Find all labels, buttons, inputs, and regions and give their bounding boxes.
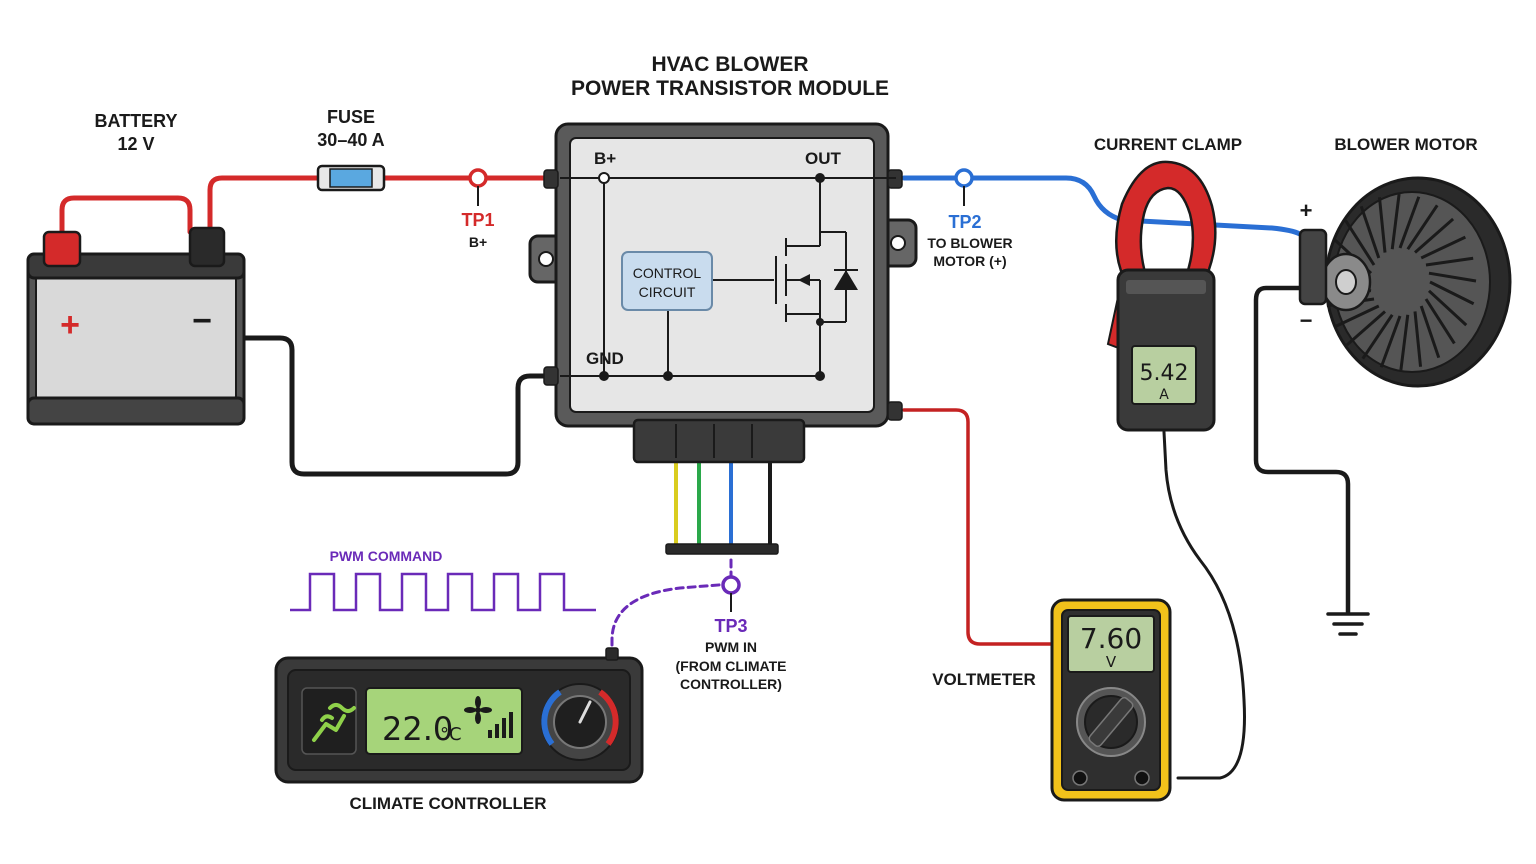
blower-motor <box>1298 176 1512 388</box>
fan-blade <box>1398 196 1421 249</box>
fuse <box>316 164 386 192</box>
battery-positive-lead <box>59 195 193 241</box>
voltmeter-label: VOLTMETER <box>932 670 1036 689</box>
tp2-marker[interactable] <box>954 168 974 188</box>
fan-blade <box>1427 289 1468 327</box>
ground-wire-battery <box>241 335 555 477</box>
voltmeter <box>1050 598 1172 802</box>
terminal-gnd-label: GND <box>586 349 624 368</box>
battery-label: BATTERY <box>95 111 178 131</box>
airflow-seat-icon <box>312 703 356 742</box>
mosfet-arrow <box>798 274 810 286</box>
wires <box>59 175 1351 780</box>
title-line-1: HVAC BLOWER <box>651 53 808 76</box>
tp3-desc-3: CONTROLLER) <box>680 676 782 692</box>
motor-plus-sign: + <box>1300 198 1313 223</box>
motor-ground-wire <box>1253 285 1351 615</box>
voltmeter-red-lead <box>902 408 1054 646</box>
current-clamp <box>1106 160 1217 432</box>
fan-blade <box>1406 204 1439 250</box>
clamp-cable <box>1162 430 1246 780</box>
battery-plus-sign: + <box>60 306 80 344</box>
tp2-name: TP2 <box>948 212 981 232</box>
fan-speed-icon <box>464 696 492 724</box>
fan-blade <box>1429 280 1475 306</box>
tp3-marker[interactable] <box>721 575 741 595</box>
current-clamp-reading: 5.42 <box>1140 361 1189 386</box>
blower-motor-label: BLOWER MOTOR <box>1334 135 1477 154</box>
battery-positive-terminal <box>42 230 82 268</box>
control-circuit-box <box>621 251 713 311</box>
tp3-desc-1: PWM IN <box>705 639 757 655</box>
voltmeter-reading: 7.60 <box>1080 622 1142 655</box>
current-clamp-label: CURRENT CLAMP <box>1094 135 1242 154</box>
fuse-label: FUSE <box>327 107 375 127</box>
fan-blade <box>1345 310 1386 347</box>
fan-blade <box>1425 256 1474 267</box>
schematic-nodes <box>598 172 825 381</box>
tp1-marker[interactable] <box>468 168 488 188</box>
terminal-out-label: OUT <box>805 149 842 168</box>
fan-blade <box>1424 298 1456 345</box>
motor-positive-wire <box>901 175 1303 237</box>
tp2-desc-1: TO BLOWER <box>927 235 1012 251</box>
ground-symbol <box>1326 612 1370 636</box>
pwm-signal-wire <box>610 558 733 654</box>
controller-temp-unit: °C <box>440 724 462 745</box>
fuse-rating: 30–40 A <box>317 130 384 150</box>
pwm-waveform <box>290 572 596 612</box>
fan-blade <box>1359 205 1381 259</box>
fan-blade <box>1419 305 1441 359</box>
fan-blade <box>1333 304 1380 329</box>
motor-minus-sign: − <box>1300 308 1313 333</box>
tp3-name: TP3 <box>714 616 747 636</box>
tp3-desc-2: (FROM CLIMATE <box>676 658 787 674</box>
controller-temperature: 22.0 <box>382 710 453 748</box>
tp1-desc: B+ <box>469 234 487 250</box>
pwm-label: PWM COMMAND <box>330 548 443 564</box>
control-circuit-line-2: CIRCUIT <box>639 284 696 300</box>
battery-voltage: 12 V <box>117 134 154 154</box>
battery: + − <box>26 226 246 426</box>
positive-wire <box>207 175 323 235</box>
signal-bars-icon <box>488 712 513 738</box>
power-transistor-module <box>528 122 918 555</box>
battery-negative-terminal <box>188 226 226 268</box>
tp2-desc-2: MOTOR (+) <box>933 253 1006 269</box>
fan-blade <box>1428 271 1477 283</box>
body-diode <box>834 270 858 290</box>
fan-blade <box>1344 219 1376 266</box>
climate-controller-label: CLIMATE CONTROLLER <box>349 794 546 813</box>
control-circuit-line-1: CONTROL <box>633 265 702 281</box>
current-clamp-unit: A <box>1159 387 1169 403</box>
climate-controller <box>274 647 644 784</box>
fan-blade <box>1399 314 1410 371</box>
fan-blade <box>1379 315 1402 368</box>
fan-blade <box>1413 311 1423 367</box>
fan-blade <box>1390 193 1401 250</box>
fan-blade <box>1414 217 1455 254</box>
voltmeter-unit: V <box>1106 653 1117 671</box>
terminal-bplus-label: B+ <box>594 149 616 168</box>
tp1-name: TP1 <box>461 210 494 230</box>
fan-blade <box>1420 235 1467 260</box>
fan-blade <box>1377 197 1387 253</box>
fan-blade <box>1361 314 1394 360</box>
title-line-2: POWER TRANSISTOR MODULE <box>571 77 889 100</box>
battery-minus-sign: − <box>192 302 212 340</box>
